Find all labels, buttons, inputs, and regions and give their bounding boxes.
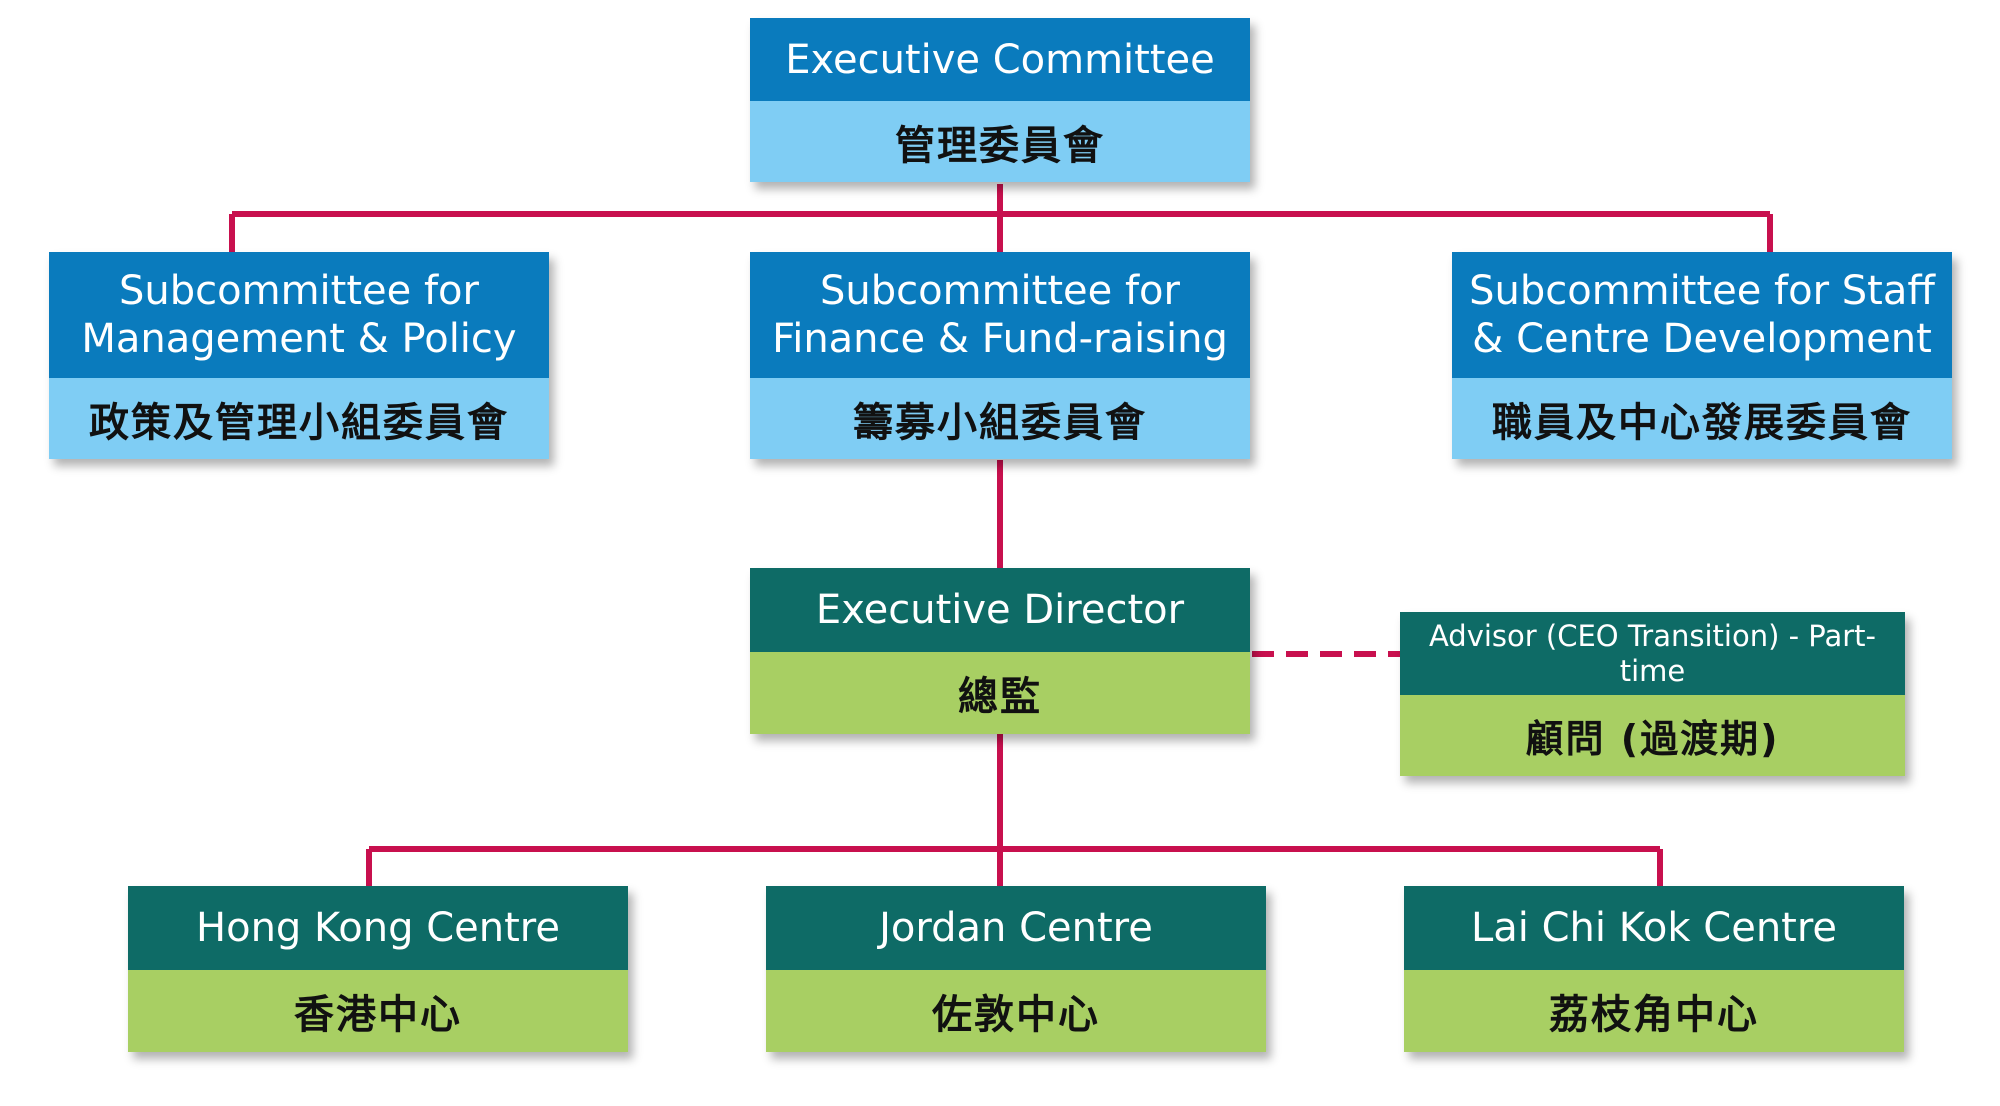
- hong-kong-centre-title: Hong Kong Centre: [128, 886, 628, 970]
- jordan-centre-subtitle: 佐敦中心: [766, 970, 1266, 1052]
- executive-director-subtitle: 總監: [750, 652, 1250, 734]
- lai-chi-kok-centre-box: Lai Chi Kok Centre 荔枝角中心: [1404, 886, 1904, 1052]
- hong-kong-centre-box: Hong Kong Centre 香港中心: [128, 886, 628, 1052]
- jordan-centre-title: Jordan Centre: [766, 886, 1266, 970]
- subcommittee-management-policy-box: Subcommittee for Management & Policy 政策及…: [49, 252, 549, 459]
- subcommittee-finance-fundraising-subtitle: 籌募小組委員會: [750, 378, 1250, 459]
- jordan-centre-box: Jordan Centre 佐敦中心: [766, 886, 1266, 1052]
- lai-chi-kok-centre-title: Lai Chi Kok Centre: [1404, 886, 1904, 970]
- hong-kong-centre-subtitle: 香港中心: [128, 970, 628, 1052]
- advisor-box: Advisor (CEO Transition) - Part-time 顧問 …: [1400, 612, 1905, 776]
- executive-director-box: Executive Director 總監: [750, 568, 1250, 734]
- subcommittee-management-policy-subtitle: 政策及管理小組委員會: [49, 378, 549, 459]
- executive-director-title: Executive Director: [750, 568, 1250, 652]
- subcommittee-staff-centre-box: Subcommittee for Staff & Centre Developm…: [1452, 252, 1952, 459]
- executive-committee-box: Executive Committee 管理委員會: [750, 18, 1250, 182]
- subcommittee-staff-centre-subtitle: 職員及中心發展委員會: [1452, 378, 1952, 459]
- advisor-title: Advisor (CEO Transition) - Part-time: [1400, 612, 1905, 695]
- lai-chi-kok-centre-subtitle: 荔枝角中心: [1404, 970, 1904, 1052]
- subcommittee-finance-fundraising-box: Subcommittee for Finance & Fund-raising …: [750, 252, 1250, 459]
- executive-committee-subtitle: 管理委員會: [750, 101, 1250, 182]
- advisor-subtitle: 顧問 (過渡期): [1400, 695, 1905, 776]
- subcommittee-management-policy-title: Subcommittee for Management & Policy: [49, 252, 549, 378]
- executive-committee-title: Executive Committee: [750, 18, 1250, 101]
- subcommittee-staff-centre-title: Subcommittee for Staff & Centre Developm…: [1452, 252, 1952, 378]
- subcommittee-finance-fundraising-title: Subcommittee for Finance & Fund-raising: [750, 252, 1250, 378]
